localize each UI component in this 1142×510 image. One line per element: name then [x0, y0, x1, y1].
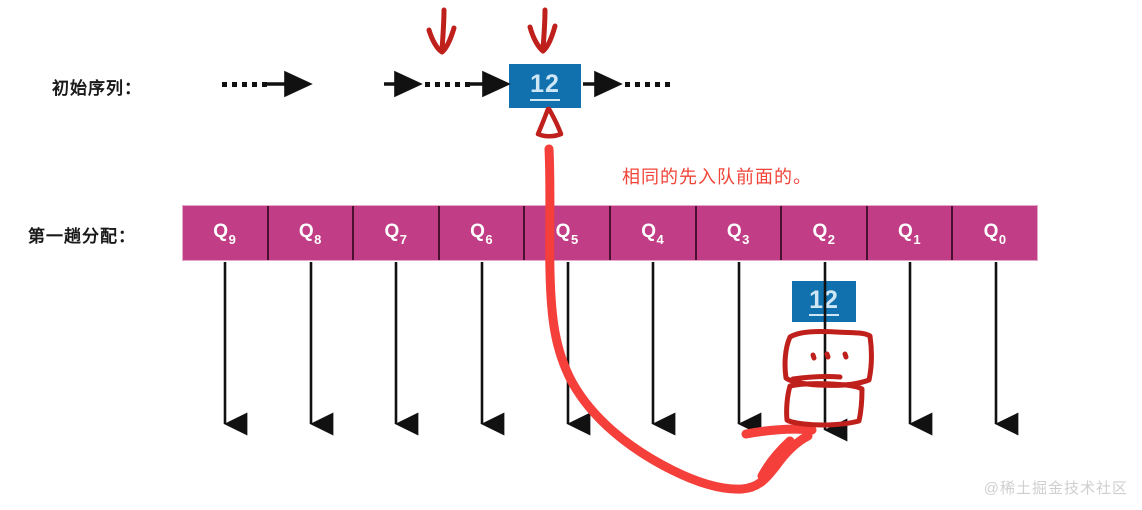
queue-cell-label: Q6	[470, 221, 494, 247]
queue-cell-q9[interactable]: Q9	[183, 206, 269, 260]
queue-cell-q0[interactable]: Q0	[953, 206, 1037, 260]
handwritten-down-arrow-right	[527, 7, 558, 54]
handwritten-face-doodle	[782, 329, 874, 428]
queue-cell-q1[interactable]: Q1	[868, 206, 954, 260]
handwritten-routing-arrowhead	[741, 424, 817, 481]
handwritten-down-arrow-left	[426, 7, 457, 55]
queue-cell-label: Q7	[384, 221, 408, 247]
queue-cell-q3[interactable]: Q3	[697, 206, 783, 260]
queue-cell-label: Q4	[641, 221, 665, 247]
queue-cell-q7[interactable]: Q7	[354, 206, 440, 260]
queue-cell-q4[interactable]: Q4	[611, 206, 697, 260]
q2-assigned-value-box: 12	[792, 281, 856, 322]
queue-cell-label: Q2	[812, 221, 836, 247]
handwritten-cone-marker	[535, 106, 564, 139]
queue-cell-label: Q1	[898, 221, 922, 247]
queue-cell-q2[interactable]: Q2	[782, 206, 868, 260]
queue-cell-label: Q3	[726, 221, 750, 247]
initial-sequence-label: 初始序列：	[52, 79, 142, 98]
sequence-right-ellipsis	[625, 82, 670, 87]
queue-cell-q8[interactable]: Q8	[269, 206, 355, 260]
queue-cell-label: Q9	[213, 221, 237, 247]
first-pass-distribution-label: 第一趟分配：	[28, 227, 136, 246]
sequence-current-value: 12	[530, 71, 560, 101]
watermark: @稀土掘金技术社区	[983, 480, 1128, 497]
handwritten-annotation-text: 相同的先入队前面的。	[622, 167, 812, 187]
queue-cell-label: Q0	[983, 221, 1007, 247]
sequence-current-value-box: 12	[509, 64, 581, 108]
queue-bar: Q9 Q8 Q7 Q6 Q5 Q4 Q3 Q2 Q1 Q0	[182, 205, 1038, 261]
q2-assigned-value: 12	[809, 287, 839, 317]
sequence-mid-ellipsis	[425, 82, 470, 87]
queue-cell-q5[interactable]: Q5	[525, 206, 611, 260]
queue-cell-label: Q8	[298, 221, 322, 247]
queue-cell-label: Q5	[555, 221, 579, 247]
queue-cell-q6[interactable]: Q6	[440, 206, 526, 260]
handwritten-routing-curve	[544, 144, 813, 494]
sequence-left-ellipsis	[222, 82, 267, 87]
